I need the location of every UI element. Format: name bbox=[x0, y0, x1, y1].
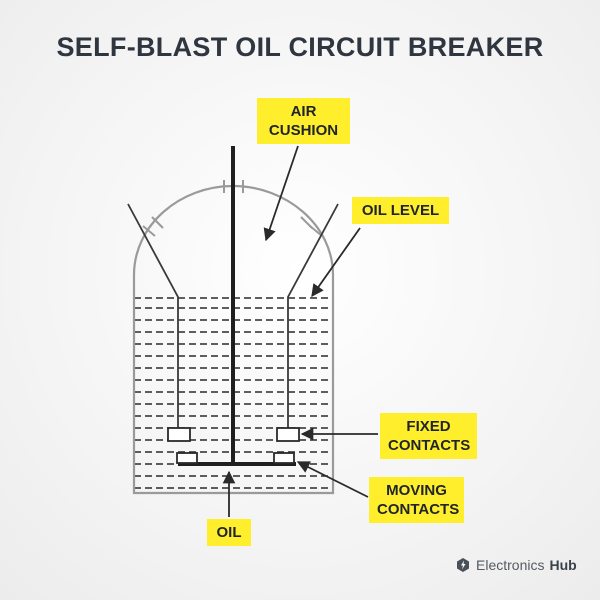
moving-contacts-arrow bbox=[296, 461, 369, 498]
brand-logo: Electronics Hub bbox=[455, 557, 577, 573]
air-cushion-label: AIR CUSHION bbox=[257, 98, 350, 144]
moving-contacts-label: MOVING CONTACTS bbox=[369, 477, 464, 523]
moving-contact-right bbox=[273, 452, 295, 464]
air-cushion-arrow bbox=[263, 145, 299, 242]
oil-level-label: OIL LEVEL bbox=[352, 197, 449, 224]
moving-contact-left bbox=[176, 452, 198, 464]
oil-level-arrow bbox=[311, 227, 361, 298]
dome-bushings bbox=[142, 180, 323, 237]
fixed-contact-right bbox=[276, 427, 300, 442]
page-title: SELF-BLAST OIL CIRCUIT BREAKER bbox=[56, 32, 544, 62]
callout-arrows bbox=[222, 145, 378, 517]
fixed-contact-left bbox=[167, 427, 191, 442]
fixed-contacts-label: FIXED CONTACTS bbox=[380, 413, 477, 459]
electronics-hub-logo-icon bbox=[457, 558, 469, 572]
brand-name: Electronics bbox=[476, 557, 545, 573]
brand-name-bold: Hub bbox=[549, 557, 577, 573]
oil-label: OIL bbox=[207, 519, 251, 546]
conductors bbox=[127, 203, 339, 428]
